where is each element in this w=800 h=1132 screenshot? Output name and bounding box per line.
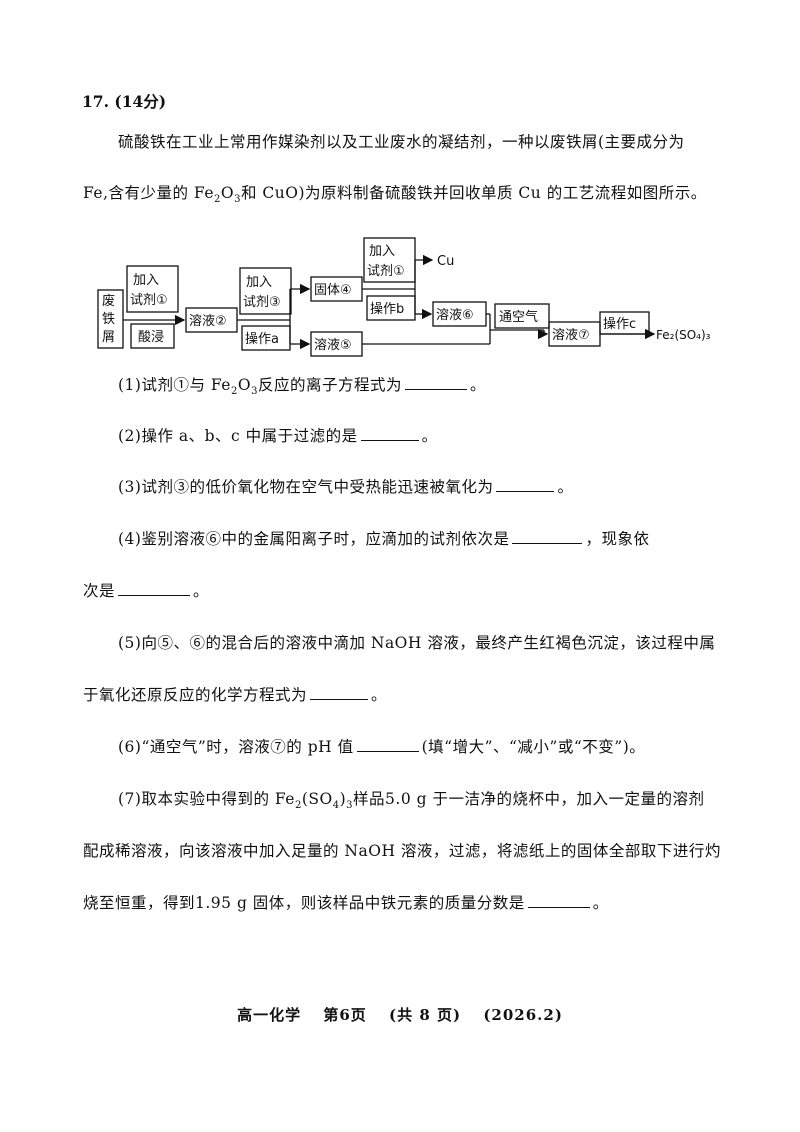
- sub-2: 2: [214, 194, 221, 206]
- q7-answer-blank[interactable]: [527, 893, 590, 908]
- q4-text-d: 。: [193, 582, 210, 600]
- box-add-reagent1: [126, 265, 179, 313]
- q5-text-a: (5)向⑤、⑥的混合后的溶液中滴加 NaOH 溶液，最终产生红褐色沉淀，该过程中…: [118, 634, 716, 652]
- q7-text-e: 配成稀溶液，向该溶液中加入足量的 NaOH 溶液，过滤，将滤纸上的固体全部取下进…: [83, 842, 721, 860]
- q4-text-a: (4)鉴别溶液⑥中的金属阳离子时，应滴加的试剂依次是: [118, 530, 510, 548]
- air-label: 通空气: [499, 309, 538, 325]
- q4-line-2: 次是 。: [83, 579, 209, 601]
- q7-text-a: (7)取本实验中得到的 Fe: [118, 790, 295, 808]
- q1-text-c: 反应的离子方程式为: [257, 376, 402, 394]
- q4-text-c: 次是: [83, 582, 116, 600]
- solution5-label: 溶液⑤: [314, 338, 352, 353]
- solution2-label: 溶液②: [189, 314, 227, 329]
- footer-page: 第6页: [323, 1006, 367, 1024]
- q2-answer-blank[interactable]: [360, 426, 419, 441]
- solution6-label: 溶液⑥: [436, 308, 474, 323]
- q7-line-3: 烧至恒重，得到1.95 g 固体，则该样品中铁元素的质量分数是 。: [83, 891, 609, 913]
- add-reagent-top-l1: 加入: [369, 244, 395, 259]
- operation-a-label: 操作a: [245, 331, 279, 347]
- q3-text-a: (3)试剂③的低价氧化物在空气中受热能迅速被氧化为: [118, 478, 494, 496]
- q4-answer-blank-1[interactable]: [512, 529, 583, 544]
- add-reagent1-l1: 加入: [133, 273, 159, 288]
- sub-3: 3: [234, 194, 241, 206]
- waste-iron-1: 废: [102, 293, 115, 309]
- footer-date: (2026.2): [483, 1006, 563, 1024]
- q1-text-a: (1)试剂①与 Fe: [118, 376, 231, 394]
- intro-text-2c: 和 CuO)为原料制备硫酸铁并回收单质 Cu 的工艺流程如图所示。: [240, 184, 707, 202]
- q2-text-a: (2)操作 a、b、c 中属于过滤的是: [118, 427, 358, 445]
- q1-sub-3: 3: [251, 386, 258, 398]
- q7-line-1: (7)取本实验中得到的 Fe2(SO4)3样品5.0 g 于一洁净的烧杯中，加入…: [118, 787, 704, 811]
- solution7-label: 溶液⑦: [552, 328, 590, 343]
- q7-text-d: 样品5.0 g 于一洁净的烧杯中，加入一定量的溶剂: [353, 790, 705, 808]
- q4-answer-blank-2[interactable]: [118, 581, 191, 596]
- question-header: 17. (14分): [82, 90, 166, 112]
- q5-line-1: (5)向⑤、⑥的混合后的溶液中滴加 NaOH 溶液，最终产生红褐色沉淀，该过程中…: [118, 631, 715, 653]
- acid-leach-label: 酸浸: [138, 330, 164, 345]
- q6-answer-blank[interactable]: [356, 737, 419, 752]
- q2-text-b: 。: [421, 427, 438, 445]
- q6-text-a: (6)“通空气”时，溶液⑦的 pH 值: [118, 738, 354, 756]
- q1-text-d: 。: [469, 376, 486, 394]
- q7-line-2: 配成稀溶液，向该溶液中加入足量的 NaOH 溶液，过滤，将滤纸上的固体全部取下进…: [83, 839, 721, 861]
- question-score: (14分): [114, 92, 167, 111]
- q3-text-b: 。: [557, 478, 574, 496]
- page-footer: 高一化学 第6页 (共 8 页) (2026.2): [0, 1004, 800, 1025]
- product-label: Fe₂(SO₄)₃: [656, 328, 711, 342]
- q7-sub-2: 2: [294, 800, 302, 812]
- q3-line: (3)试剂③的低价氧化物在空气中受热能迅速被氧化为 。: [118, 475, 573, 497]
- q1-sub-2: 2: [230, 386, 238, 398]
- intro-line-2: Fe,含有少量的 Fe2O3和 CuO)为原料制备硫酸铁并回收单质 Cu 的工艺…: [83, 181, 707, 205]
- cu-label: Cu: [437, 254, 454, 269]
- q6-line: (6)“通空气”时，溶液⑦的 pH 值 (填“增大”、“减小”或“不变”)。: [118, 735, 645, 757]
- q6-text-b: (填“增大”、“减小”或“不变”)。: [421, 738, 646, 756]
- intro-text-1: 硫酸铁在工业上常用作媒染剂以及工业废水的凝结剂，一种以废铁屑(主要成分为: [118, 133, 685, 151]
- intro-text-2a: Fe,含有少量的 Fe: [83, 184, 215, 202]
- add-reagent1-l2: 试剂①: [130, 293, 168, 308]
- q3-answer-blank[interactable]: [496, 477, 555, 492]
- q5-text-b: 于氧化还原反应的化学方程式为: [83, 686, 308, 704]
- intro-text-2b: O: [220, 184, 235, 202]
- q7-text-f: 烧至恒重，得到1.95 g 固体，则该样品中铁元素的质量分数是: [83, 894, 525, 912]
- q4-line-1: (4)鉴别溶液⑥中的金属阳离子时，应滴加的试剂依次是 ，现象依: [118, 527, 649, 549]
- q1-text-b: O: [237, 376, 252, 394]
- q5-answer-blank[interactable]: [310, 685, 369, 700]
- waste-iron-2: 铁: [102, 312, 115, 327]
- operation-b-label: 操作b: [370, 301, 404, 317]
- question-number: 17.: [82, 92, 109, 111]
- box-air: [494, 303, 550, 329]
- process-flow-diagram: 废 铁 屑 加入 试剂① 酸浸 溶液② 加入 试剂③ 操作a 固体④ 溶液⑤ 加…: [97, 237, 711, 357]
- q5-line-2: 于氧化还原反应的化学方程式为 。: [83, 683, 387, 705]
- q4-text-b: ，现象依: [585, 530, 650, 548]
- q7-sub-3: 3: [346, 800, 354, 812]
- q5-text-c: 。: [371, 686, 388, 704]
- box-add-reagent3: [239, 267, 292, 315]
- q2-line: (2)操作 a、b、c 中属于过滤的是 。: [118, 424, 438, 446]
- q7-text-c: ): [339, 790, 347, 808]
- operation-c-label: 操作c: [603, 316, 636, 332]
- box-waste-iron: [97, 289, 124, 349]
- footer-total: (共 8 页): [389, 1006, 462, 1024]
- q1-line: (1)试剂①与 Fe2O3反应的离子方程式为 。: [118, 373, 486, 397]
- add-reagent-top-l2: 试剂①: [367, 264, 405, 279]
- q7-text-b: (SO: [301, 790, 333, 808]
- waste-iron-3: 屑: [102, 330, 115, 345]
- box-acid-leach: [130, 323, 175, 349]
- add-reagent3-l1: 加入: [246, 275, 272, 290]
- intro-line-1: 硫酸铁在工业上常用作媒染剂以及工业废水的凝结剂，一种以废铁屑(主要成分为: [118, 130, 685, 152]
- footer-subject: 高一化学: [237, 1006, 302, 1024]
- solid4-label: 固体④: [314, 283, 352, 298]
- q7-sub-4: 4: [332, 800, 340, 812]
- add-reagent3-l2: 试剂③: [243, 295, 281, 310]
- q7-text-g: 。: [592, 894, 609, 912]
- q1-answer-blank[interactable]: [404, 375, 467, 390]
